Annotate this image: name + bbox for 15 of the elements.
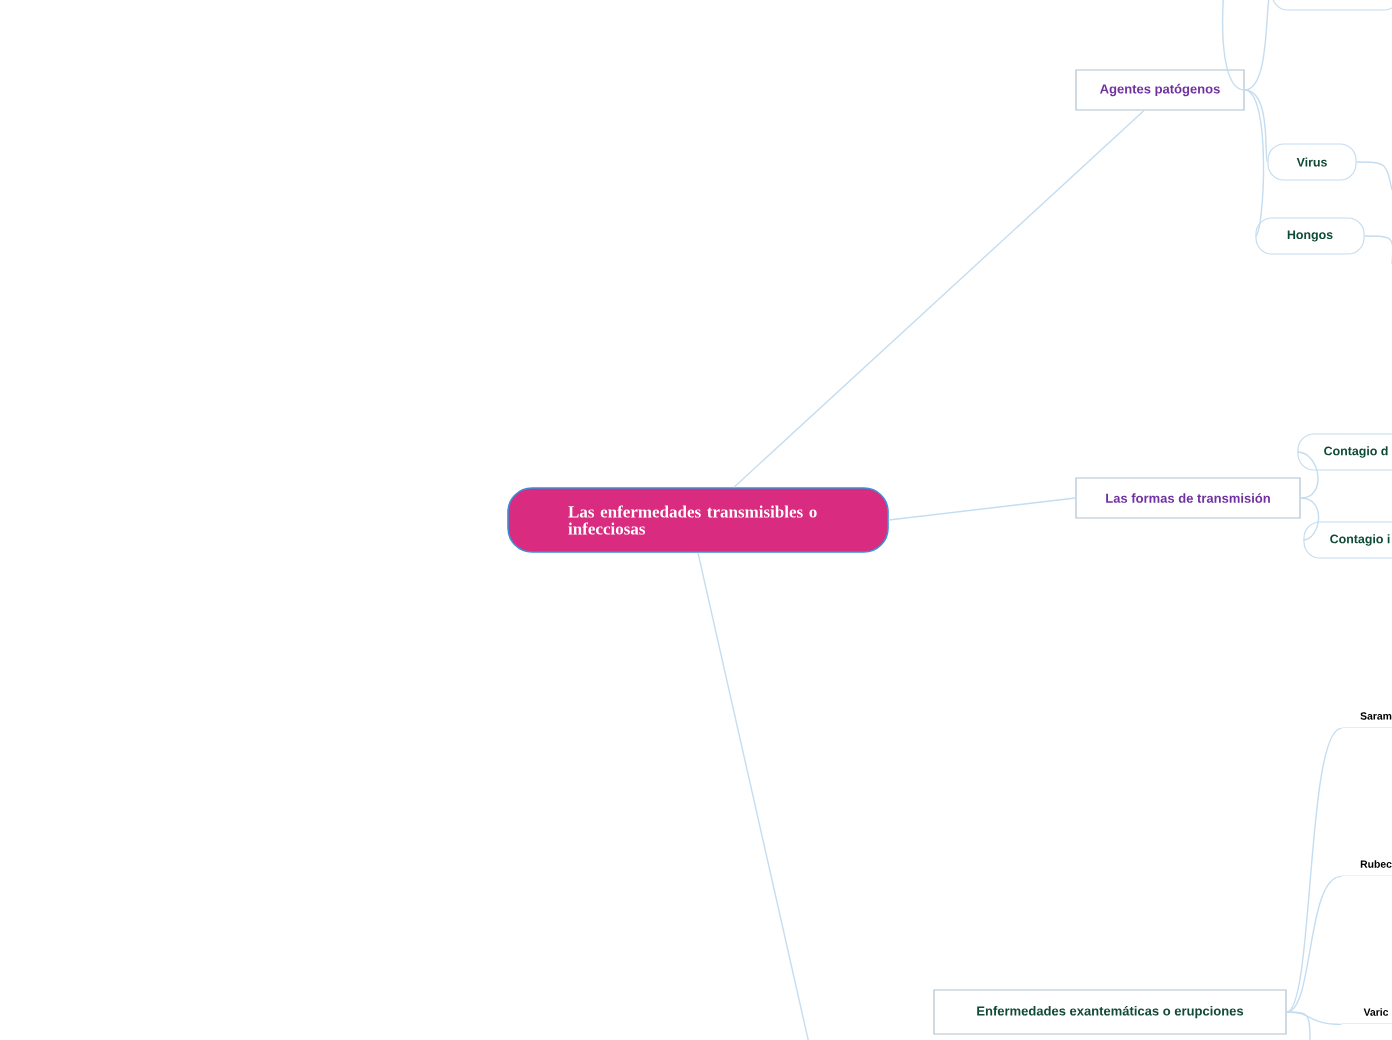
connector-line — [1285, 875, 1343, 1013]
connector-line — [697, 552, 811, 1040]
connector-line — [1243, 89, 1269, 163]
connector-line — [1243, 0, 1273, 91]
connector-line — [1355, 161, 1392, 191]
connector-line — [888, 497, 1077, 521]
central-topic-box: Las enfermedades transmisibles o infecciosas — [507, 487, 889, 553]
connector-line — [1285, 727, 1343, 1013]
connector-line — [1296, 451, 1319, 499]
connector-line — [1299, 497, 1320, 541]
connector-line — [1221, 0, 1246, 91]
connector-line — [1285, 1011, 1311, 1040]
subtopic-box — [1271, 0, 1392, 11]
connector-line — [733, 109, 1145, 488]
connector-line — [1243, 89, 1265, 237]
